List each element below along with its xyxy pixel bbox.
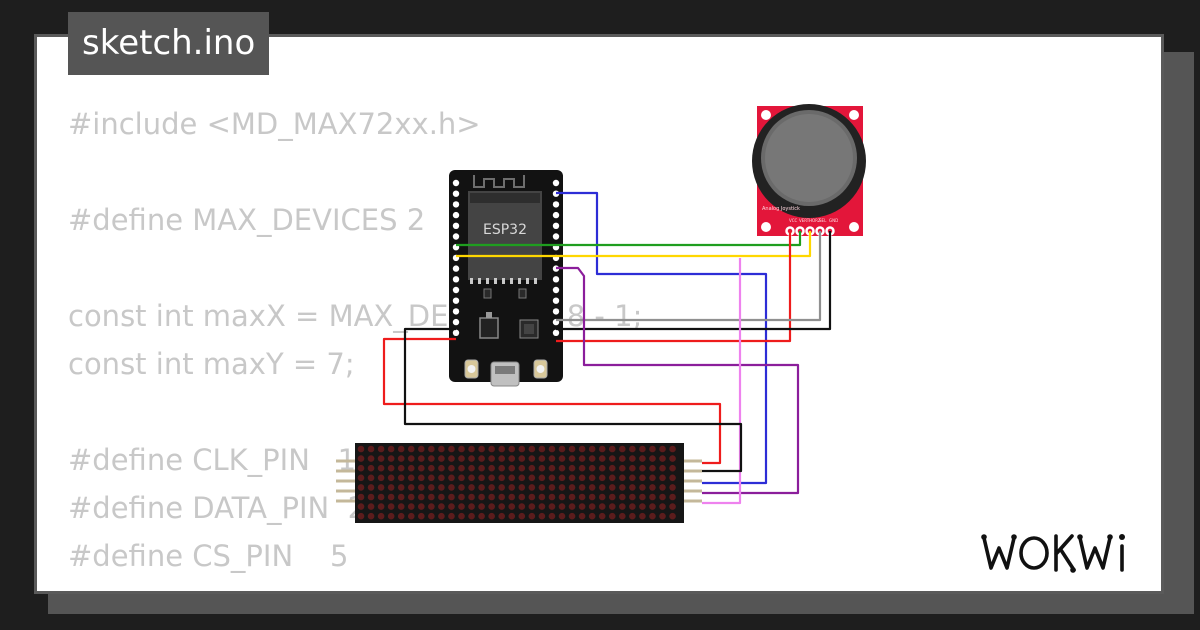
code-line: const int maxY = 7; (68, 347, 355, 381)
wire-pink[interactable] (702, 258, 742, 505)
joystick-pin-label: VCC (789, 218, 798, 223)
board-label: ESP32 (483, 222, 527, 238)
matrix-dots (357, 445, 676, 520)
joystick-module[interactable]: Analog Joystick VCC VERT HORZ SEL GND (752, 104, 866, 236)
joystick-label: Analog Joystick (762, 206, 800, 212)
wire-red-2[interactable] (382, 337, 722, 465)
wokwi-logo (981, 534, 1125, 573)
code-line: #define DATA_PIN 23 (68, 491, 385, 525)
joystick-pin-label: GND (829, 218, 838, 223)
wire-yellow[interactable] (456, 231, 812, 258)
joystick-pin-label: SEL (819, 218, 827, 223)
wire-gray[interactable] (556, 231, 822, 322)
wire-black-1[interactable] (556, 231, 832, 331)
code-background: #include <MD_MAX72xx.h> #define MAX_DEVIC… (68, 100, 642, 580)
code-line: #define MAX_DEVICES 2 (68, 203, 426, 237)
joystick-pin-label: VERT (799, 218, 810, 223)
wire-green[interactable] (456, 231, 802, 247)
led-matrix[interactable] (336, 443, 702, 523)
code-line: #define CS_PIN 5 (68, 539, 349, 573)
joystick-pin-label: HORZ (809, 218, 821, 223)
wire-black-2[interactable] (403, 327, 743, 473)
wire-red-1[interactable] (556, 231, 792, 343)
wire-blue-1[interactable] (556, 191, 768, 485)
wire-purple[interactable] (556, 266, 800, 495)
esp32-board[interactable]: ESP32 (449, 170, 563, 387)
code-line: #include <MD_MAX72xx.h> (68, 107, 481, 141)
filename-tab: sketch.ino (68, 12, 270, 75)
